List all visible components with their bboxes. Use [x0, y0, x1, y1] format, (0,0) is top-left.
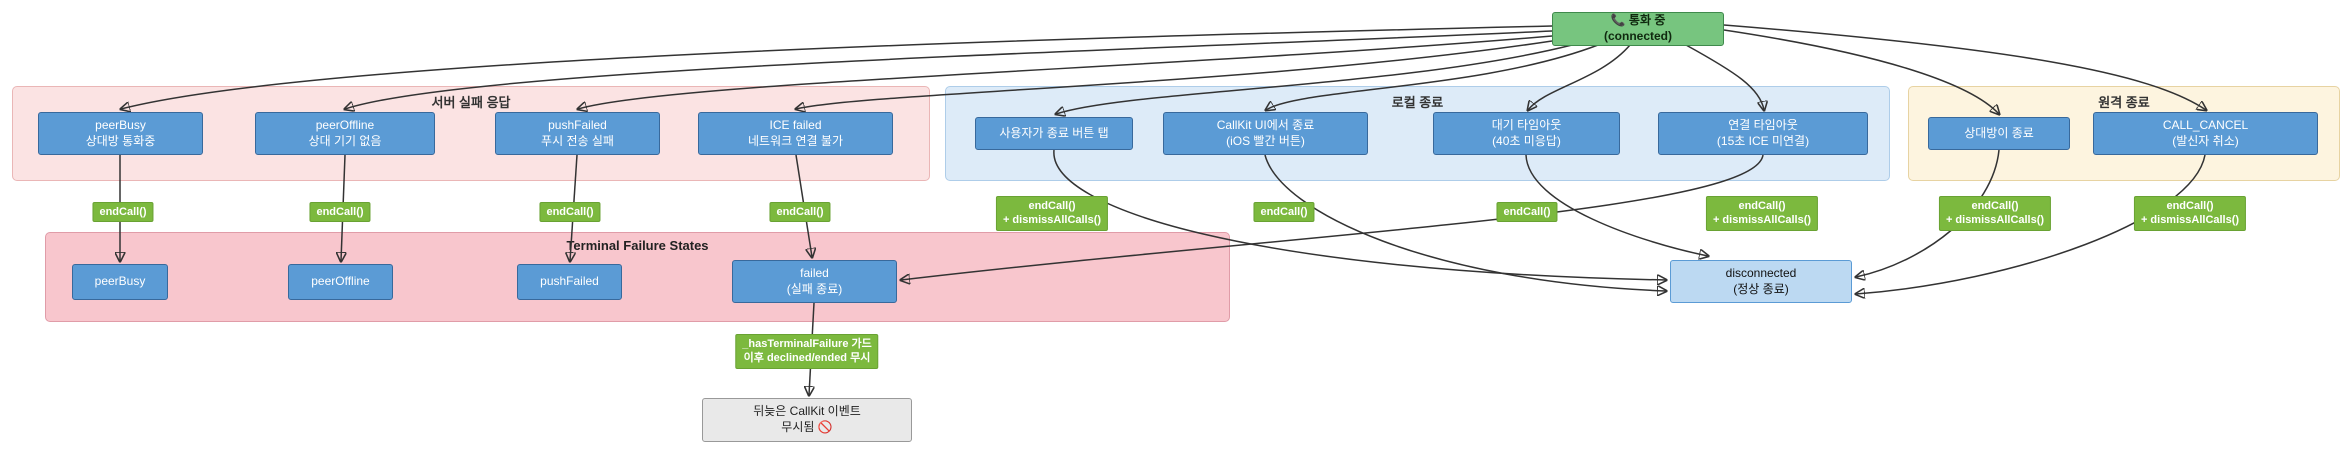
node-callkit-ui-end: CallKit UI에서 종료 (iOS 빨간 버튼)	[1163, 112, 1368, 155]
node-pushfailed-trigger: pushFailed 푸시 전송 실패	[495, 112, 660, 155]
node-pushfailed-state: pushFailed	[517, 264, 622, 300]
node-user-end-tap: 사용자가 종료 버튼 탭	[975, 117, 1133, 150]
edge-label-endcall-dismiss-user: endCall() + dismissAllCalls()	[995, 196, 1109, 231]
node-connect-timeout: 연결 타임아웃 (15초 ICE 미연결)	[1658, 112, 1868, 155]
edge-label-endcall-callkit: endCall()	[1253, 202, 1315, 223]
subgraph-terminal-failure-states: Terminal Failure States	[45, 232, 1230, 322]
edge-label-endcall-pushfailed: endCall()	[539, 202, 601, 223]
node-peeroffline-trigger: peerOffline 상대 기기 없음	[255, 112, 435, 155]
edge-connected-to-pushfailed	[578, 35, 1553, 109]
edge-connected-to-peeroffline	[345, 30, 1553, 109]
subgraph-server-failure-title: 서버 실패 응답	[431, 95, 511, 110]
node-peerbusy-trigger: peerBusy 상대방 통화중	[38, 112, 203, 155]
subgraph-remote-end-title: 원격 종료	[2098, 95, 2150, 110]
node-late-callkit-event: 뒤늦은 CallKit 이벤트 무시됨 🚫	[702, 398, 912, 442]
edge-connected-to-wait-timeout	[1528, 44, 1631, 110]
edge-conn-timeout-to-failed	[901, 154, 1764, 280]
edge-connected-to-callkit-end	[1266, 44, 1599, 110]
edge-callkit-to-disconnected	[1264, 154, 1666, 291]
edge-label-endcall-peerbusy: endCall()	[92, 202, 154, 223]
node-peeroffline-state: peerOffline	[288, 264, 393, 300]
edge-connected-to-peerbusy	[121, 25, 1553, 109]
edge-label-endcall-dismiss-conn-timeout: endCall() + dismissAllCalls()	[1705, 196, 1819, 231]
edge-label-endcall-peeroffline: endCall()	[309, 202, 371, 223]
edge-connected-to-ice-failed	[796, 40, 1553, 109]
edge-connected-to-conn-timeout	[1685, 44, 1764, 110]
edge-label-endcall-ice: endCall()	[769, 202, 831, 223]
subgraph-terminal-failure-states-title: Terminal Failure States	[566, 238, 709, 253]
node-disconnected-state: disconnected (정상 종료)	[1670, 260, 1852, 303]
edge-label-terminal-failure-guard: _hasTerminalFailure 가드 이후 declined/ended…	[735, 334, 879, 369]
edge-connected-to-remote-end	[1723, 29, 1999, 114]
edge-label-endcall-dismiss-cancel: endCall() + dismissAllCalls()	[2133, 196, 2247, 231]
edge-call-cancel-to-disconnected	[1856, 154, 2206, 294]
node-call-cancel: CALL_CANCEL (발신자 취소)	[2093, 112, 2318, 155]
edge-label-endcall-wait-timeout: endCall()	[1496, 202, 1558, 223]
node-connected: 📞 통화 중 (connected)	[1552, 12, 1724, 46]
edge-wait-timeout-to-disconnected	[1525, 154, 1708, 256]
subgraph-local-end-title: 로컬 종료	[1391, 95, 1444, 110]
edge-label-endcall-dismiss-remote: endCall() + dismissAllCalls()	[1938, 196, 2052, 231]
edge-user-end-to-disconnected	[1053, 149, 1666, 280]
node-failed-state: failed (실패 종료)	[732, 260, 897, 303]
node-remote-end: 상대방이 종료	[1928, 117, 2070, 150]
node-peerbusy-state: peerBusy	[72, 264, 168, 300]
node-wait-timeout: 대기 타임아웃 (40초 미응답)	[1433, 112, 1620, 155]
edge-connected-to-call-cancel	[1723, 24, 2206, 110]
edge-connected-to-user-end	[1056, 44, 1573, 114]
node-ice-failed-trigger: ICE failed 네트워크 연결 불가	[698, 112, 893, 155]
